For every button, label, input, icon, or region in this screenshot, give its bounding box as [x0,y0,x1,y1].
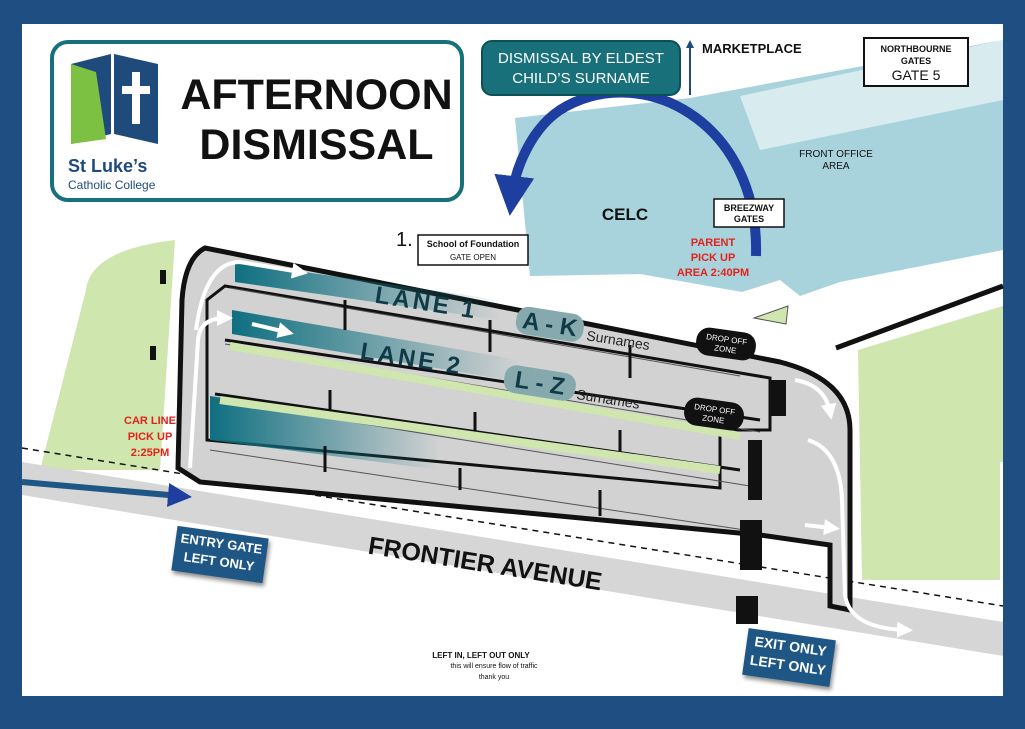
breezway-box [713,198,785,228]
green-strips [219,342,741,474]
drop-off-zone-1 [696,327,756,361]
crosswalks [736,380,786,624]
lane-1-range-pill [515,306,584,342]
gate-5-label: GATE 5 [892,67,941,83]
parent-pickup-line1: PARENT [691,237,736,249]
drop-off-zone-2-line2: ZONE [702,413,725,425]
car-line-line1: CAR LINE [124,415,176,427]
college-logo [71,54,158,144]
grass-triangle [752,305,789,325]
foundation-gate-box [417,234,529,266]
dismissal-note-line1: DISMISSAL BY ELDEST [498,50,664,67]
northbourne-box [863,37,969,87]
foundation-gate-number: 1. [396,229,413,251]
flow-arrow-lane2 [251,322,294,338]
foundation-gate-line2: GATE OPEN [450,253,496,262]
footer-line3: thank you [479,674,509,681]
post [150,346,156,360]
car-line-line2: PICK UP [128,431,173,443]
flow-arrow-left [188,310,233,469]
logo-name: St Luke’s [68,156,148,176]
page-title-line2: DISMISSAL [199,121,434,169]
logo-subtitle: Catholic College [68,178,156,192]
footer-line1: LEFT IN, LEFT OUT ONLY [432,651,530,660]
drop-off-zone-1-line2: ZONE [714,343,737,355]
front-office-line1: FRONT OFFICE [799,149,873,160]
title-panel: St Luke’s Catholic College AFTERNOON DIS… [50,40,464,202]
dismissal-note-box [481,40,681,96]
breezway-line1: BREEZWAY [724,203,774,213]
drop-off-zone-2 [684,397,744,431]
parent-pickup-line2: PICK UP [691,252,736,264]
lane-2-range-pill [503,365,576,401]
lane-2-highlight [232,310,520,382]
flow-arrow-right [794,378,837,420]
marketplace-label: MARKETPLACE [702,41,802,56]
grass-right [858,306,1003,580]
foundation-gate-line1: School of Foundation [427,239,519,249]
grass-left [40,240,175,470]
post [160,270,166,284]
parent-pickup-line3: AREA 2:40PM [677,267,749,279]
footer-line2: this will ensure flow of traffic [450,663,538,670]
flow-arrow-exit [807,438,913,638]
northbourne-line2: GATES [901,56,931,66]
lane-3-highlight [210,396,440,470]
northbourne-line1: NORTHBOURNE [881,44,952,54]
flow-arrow-top [194,259,308,331]
page-title-line1: AFTERNOON [180,71,453,119]
car-line-line3: 2:25PM [131,447,170,459]
celc-label: CELC [602,205,648,224]
entry-traffic-arrow [21,479,192,507]
fence-right [835,283,1004,351]
page-title: AFTERNOON DISMISSAL [174,70,459,170]
front-office-line2: AREA [822,161,850,172]
marketplace-arrowhead [686,40,694,48]
breezway-line2: GATES [734,214,764,224]
dismissal-note-line2: CHILD’S SURNAME [512,70,650,87]
flow-arrow-mid [804,519,840,536]
